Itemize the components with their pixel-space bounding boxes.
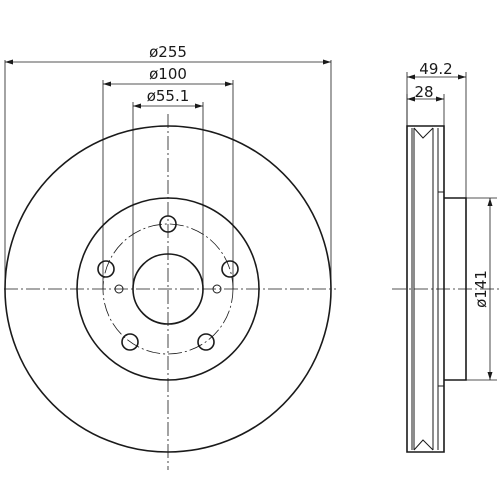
locating-hole	[114, 284, 124, 294]
bolt-hole	[97, 260, 115, 278]
bolt-hole	[159, 215, 177, 233]
bolt-hole	[197, 333, 215, 351]
bolt-circle-dimension: ø100	[102, 65, 234, 289]
outer-diameter-label: ø255	[149, 43, 187, 61]
outer-diameter-dimension: ø255	[4, 43, 332, 289]
bolt-hole	[221, 260, 239, 278]
locating-hole	[212, 284, 222, 294]
side-view	[392, 125, 500, 453]
hat-diameter-dimension: ø141	[466, 197, 497, 381]
bolt-circle-label: ø100	[149, 65, 187, 83]
overall-height-label: 49.2	[419, 60, 452, 78]
center-bore-dimension: ø55.1	[132, 87, 204, 289]
front-view	[4, 114, 336, 470]
overall-height-dimension: 49.2	[406, 60, 467, 198]
disc-thickness-label: 28	[414, 83, 433, 101]
disc-thickness-dimension: 28	[406, 83, 445, 126]
hat-profile	[444, 197, 467, 381]
disc-section-outline	[406, 125, 445, 453]
hat-diameter-label: ø141	[472, 270, 490, 308]
bolt-hole	[121, 333, 139, 351]
center-bore-label: ø55.1	[147, 87, 190, 105]
hat-outer-edge	[76, 197, 260, 381]
